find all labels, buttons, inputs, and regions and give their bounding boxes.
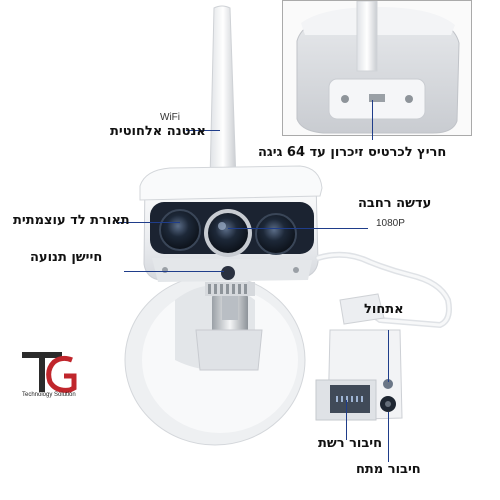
tg-logo-mark bbox=[22, 352, 77, 393]
leader-line-lens bbox=[228, 228, 368, 229]
camera-body-graphic bbox=[139, 165, 323, 296]
antenna-graphic bbox=[204, 5, 242, 189]
wide-lens-label: עדשה רחבה bbox=[358, 196, 432, 211]
wifi-label: WiFi bbox=[160, 112, 180, 123]
leader-line-wifi bbox=[186, 130, 220, 131]
network-port-label: חיבור רשת bbox=[318, 436, 383, 451]
company-logo: Technology Solution bbox=[20, 350, 92, 402]
leader-line-led bbox=[116, 222, 180, 223]
leader-line-network bbox=[346, 400, 347, 440]
antenna-label: אנטנה אלחוטית bbox=[110, 124, 206, 139]
leader-line-memory bbox=[372, 100, 373, 140]
cable-graphic bbox=[315, 251, 452, 329]
memory-slot-label: חריץ לכרטיס זיכרון עד 64 גיגה bbox=[258, 145, 447, 160]
wall-mount-graphic bbox=[124, 274, 306, 446]
power-port-label: חיבור מתח bbox=[356, 462, 421, 477]
resolution-label: 1080P bbox=[376, 218, 405, 229]
reset-button-label: אתחול bbox=[364, 302, 404, 317]
motion-sensor-label: חיישן תנועה bbox=[30, 250, 103, 265]
leader-line-reset bbox=[388, 330, 389, 382]
logo-caption: Technology Solution bbox=[22, 392, 76, 398]
leader-line-power bbox=[388, 412, 389, 462]
memory-slot-graphic bbox=[296, 1, 460, 134]
leader-line-motion bbox=[124, 271, 224, 272]
infrared-led-label: תאורת לד עוצמתית bbox=[13, 213, 130, 228]
memory-slot-inset bbox=[282, 0, 472, 136]
